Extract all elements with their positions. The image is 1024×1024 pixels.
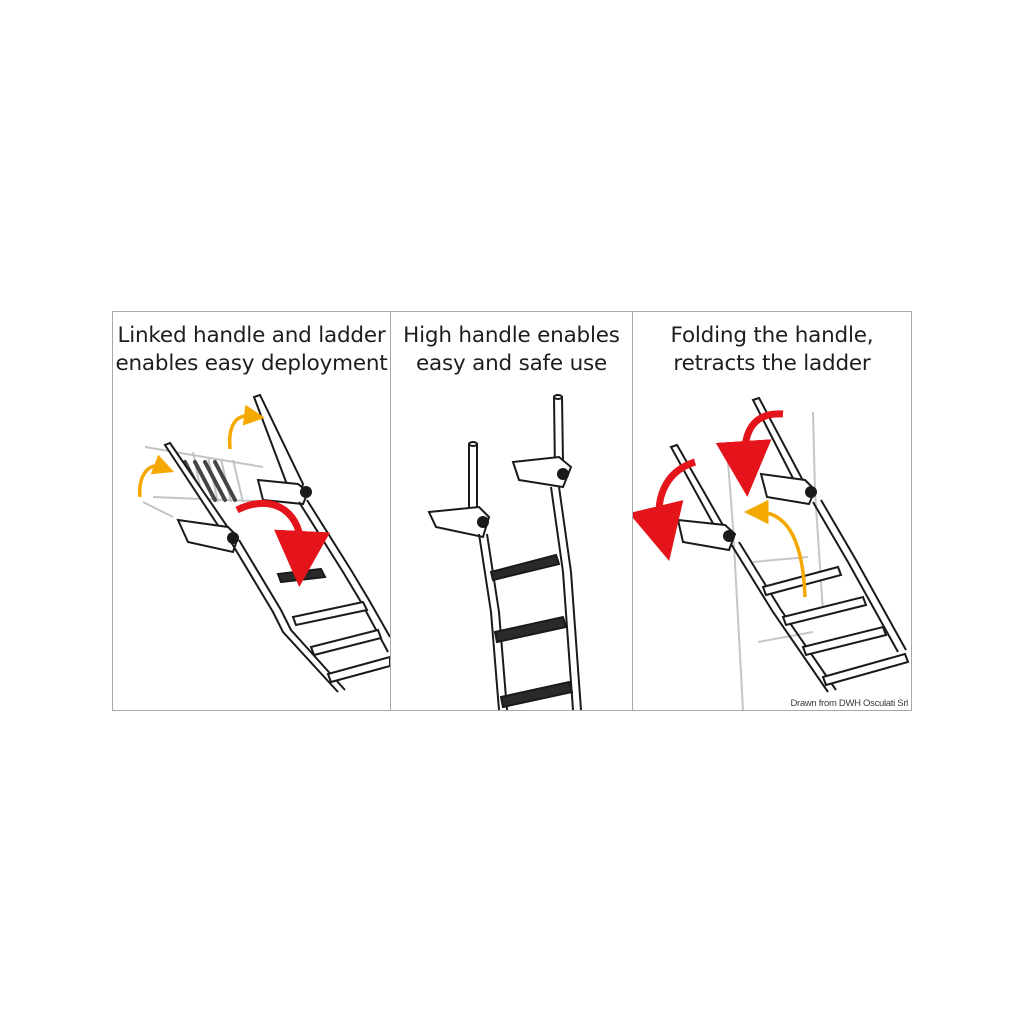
curved-arrow-red bbox=[235, 499, 330, 587]
panel-caption: Folding the handle, retracts the ladder bbox=[633, 322, 911, 378]
ladder-diagram: Linked handle and ladder enables easy de… bbox=[112, 311, 912, 711]
right-handle bbox=[511, 394, 573, 489]
panel-linked-handle: Linked handle and ladder enables easy de… bbox=[113, 312, 390, 710]
left-handle bbox=[669, 443, 737, 552]
curved-arrow-orange bbox=[744, 499, 807, 598]
caption-line-2: easy and safe use bbox=[415, 351, 608, 376]
panel-high-handle: High handle enables easy and safe use bbox=[390, 312, 632, 710]
ladder-rails bbox=[730, 499, 907, 693]
curved-arrow-orange bbox=[227, 404, 265, 450]
curved-arrow-red bbox=[715, 410, 784, 497]
caption-line-2: enables easy deployment bbox=[115, 351, 388, 376]
caption-line-1: Linked handle and ladder bbox=[117, 323, 386, 348]
credit-text: Drawn from DWH Osculati Srl bbox=[789, 698, 909, 709]
left-handle bbox=[163, 441, 240, 554]
ladder-treads bbox=[761, 565, 910, 687]
panel-caption: Linked handle and ladder enables easy de… bbox=[113, 322, 390, 378]
caption-line-1: Folding the handle, bbox=[670, 323, 874, 348]
ladder-high-handle-drawing bbox=[427, 394, 582, 710]
ladder-deploy-drawing bbox=[138, 393, 390, 693]
curved-arrow-orange bbox=[138, 454, 175, 498]
ladder-rails bbox=[478, 486, 582, 710]
right-handle bbox=[252, 393, 312, 506]
caption-line-2: retracts the ladder bbox=[673, 351, 871, 376]
panel-caption: High handle enables easy and safe use bbox=[391, 322, 632, 378]
ladder-treads bbox=[489, 553, 574, 709]
caption-line-1: High handle enables bbox=[403, 323, 620, 348]
left-handle bbox=[427, 441, 491, 539]
ladder-retract-drawing bbox=[633, 396, 910, 710]
curved-arrow-red bbox=[633, 458, 697, 562]
panel-folding-handle: Folding the handle, retracts the ladder bbox=[632, 312, 911, 710]
right-handle bbox=[751, 396, 817, 506]
